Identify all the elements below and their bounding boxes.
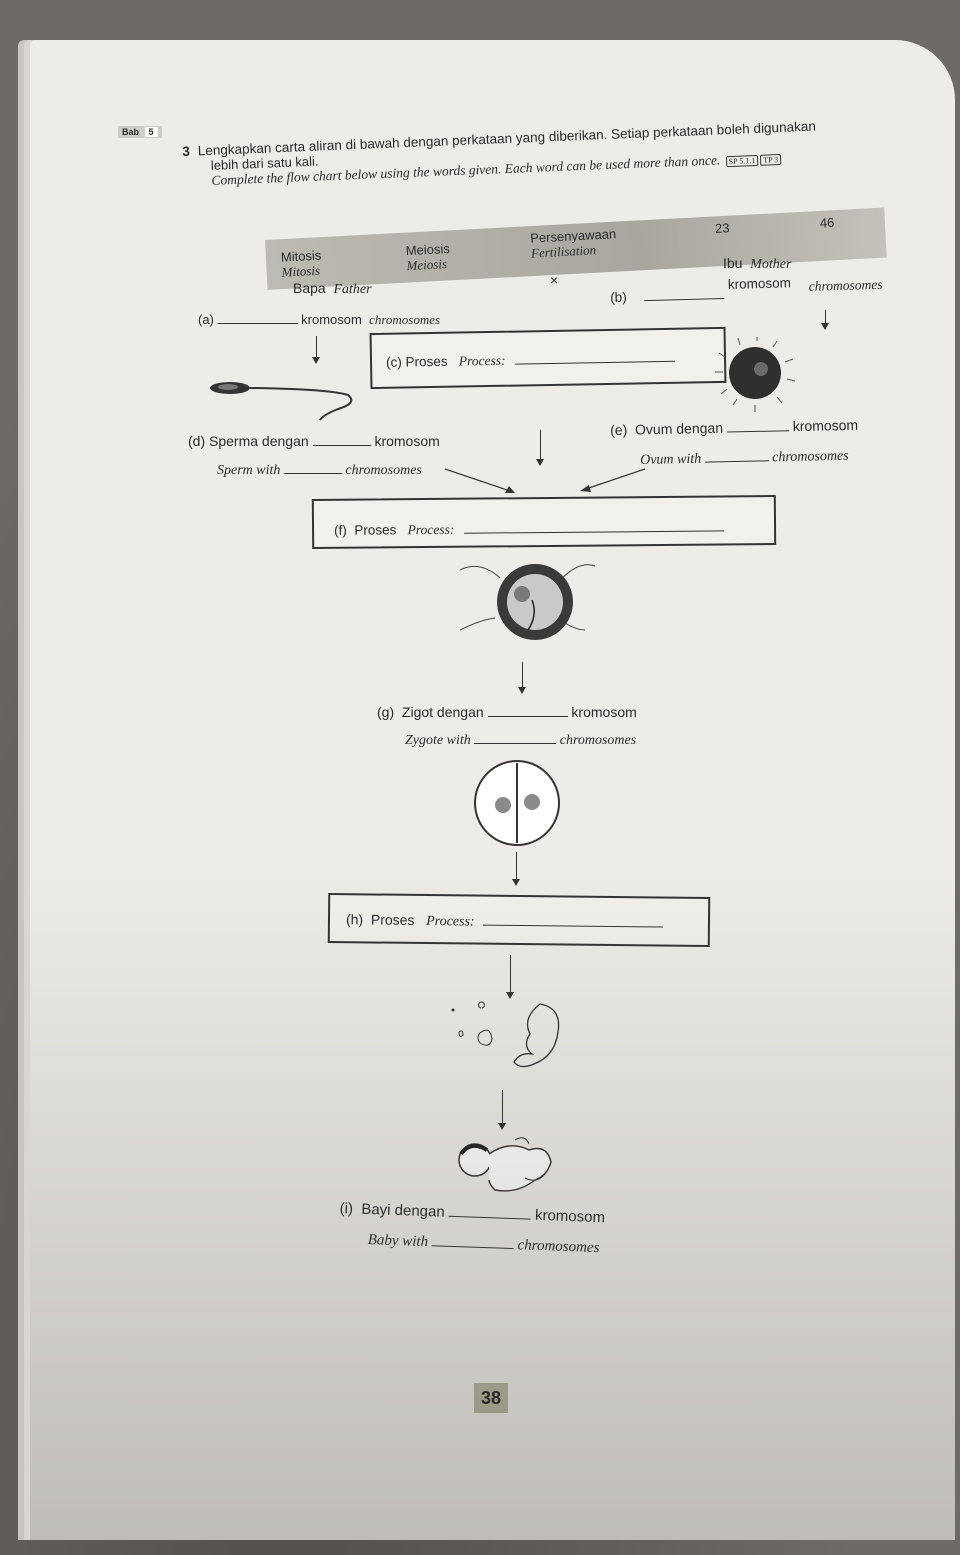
tag-tp: TP 3 [760,153,782,166]
blank-d-bm[interactable] [312,445,371,446]
chapter-label: Bab [122,127,140,137]
blank-e-en[interactable] [704,460,769,463]
father-label: Bapa Father [293,280,372,297]
arrows-converge-icon [445,468,645,493]
fetus-development-icon [451,1001,560,1068]
mother-label: Ibu Mother [723,255,792,272]
blank-b[interactable] [644,298,725,302]
step-g: (g) Zigot dengan kromosom [377,704,637,720]
step-g-en: Zygote with chromosomes [405,733,637,748]
arrow-down-g [512,852,520,886]
chapter-number: 5 [144,127,158,137]
process-f-label: (f) Proses Process: [334,519,725,538]
word-23: 23 [714,220,730,236]
blank-g-en[interactable] [474,743,557,744]
step-e: (e) Ovum dengan kromosom [610,416,859,438]
chapter-tag: Bab 5 [118,126,162,138]
tag-sp: SP 5.1.1 [725,154,759,168]
blank-h[interactable] [482,924,663,928]
step-b: (b) kromosom chromosomes [610,275,883,305]
page-number: 38 [474,1383,508,1413]
process-box-c: (c) Proses Process: [369,326,727,390]
blank-c[interactable] [515,360,676,365]
ovum-icon [715,337,795,412]
process-box-f: (f) Proses Process: [311,494,777,550]
arrow-down-f [518,662,526,694]
arrow-down-a [312,336,320,364]
step-d: (d) Sperma dengan kromosom [188,433,440,449]
sperm-icon [210,382,353,421]
blank-f[interactable] [464,530,725,534]
step-d-en: Sperm with chromosomes [217,463,422,478]
blank-d-en[interactable] [283,473,342,474]
baby-icon [458,1137,552,1192]
blank-e-bm[interactable] [726,430,789,433]
arrow-down-b [821,310,829,330]
arrow-down-fetus [498,1090,506,1130]
arrow-down-h [506,955,514,999]
blank-a[interactable] [217,323,298,324]
blank-i-en[interactable] [431,1245,514,1250]
arrow-down-center [536,430,544,466]
step-e-en: Ovum with chromosomes [640,448,849,468]
fertilisation-icon [460,564,596,640]
question-number: 3 [182,143,191,159]
blank-i-bm[interactable] [448,1215,531,1220]
cross-symbol: × [550,272,559,288]
two-cell-embryo-icon [474,760,560,846]
process-h-label: (h) Proses Process: [346,911,663,932]
step-i-en: Baby with chromosomes [367,1232,600,1257]
process-box-h: (h) Proses Process: [327,893,711,947]
process-c-label: (c) Proses Process: [386,350,676,371]
step-i: (i) Bayi dengan kromosom [339,1200,606,1227]
word-46: 46 [819,214,835,231]
blank-g-bm[interactable] [487,716,568,717]
step-a: (a) kromosom chromosomes [198,312,441,327]
